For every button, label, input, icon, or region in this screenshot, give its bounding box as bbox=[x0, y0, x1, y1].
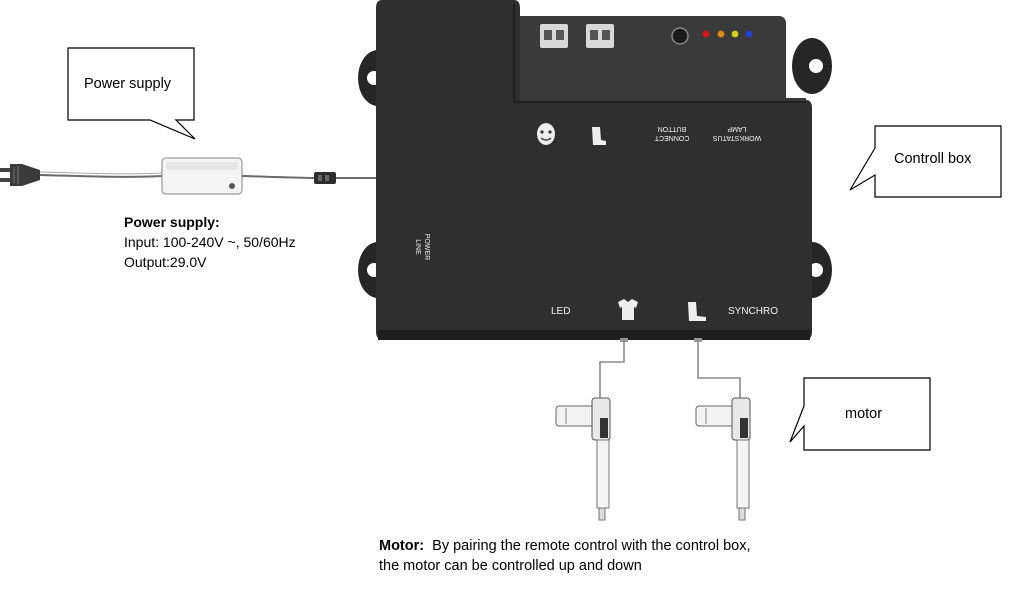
control-box bbox=[358, 0, 832, 342]
shirt-icon bbox=[618, 299, 638, 320]
foot-icon-top bbox=[592, 127, 606, 145]
foot-icon-bottom bbox=[688, 302, 706, 321]
power-supply-callout bbox=[67, 47, 196, 140]
control-box-callout-text: Controll box bbox=[894, 151, 972, 167]
lamp-yellow bbox=[731, 30, 739, 38]
motor-callout bbox=[789, 377, 931, 451]
power-spec-input: Input: 100-240V ~, 50/60Hz bbox=[124, 234, 296, 250]
connect-button-label: CONNECT BUTTON bbox=[654, 125, 690, 141]
power-line-label: POWER LINE bbox=[414, 233, 430, 261]
dc-connector bbox=[314, 172, 336, 184]
power-spec-output: Output:29.0V bbox=[124, 254, 207, 270]
work-status-lamp-label: WORKSTATUS LAMP bbox=[712, 125, 762, 141]
power-supply-spec: Power supply: Input: 100-240V ~, 50/60Hz… bbox=[124, 212, 296, 272]
motor-spec: Motor: By pairing the remote control wit… bbox=[379, 536, 751, 576]
lamp-blue bbox=[745, 30, 753, 38]
motor-spec-line1: By pairing the remote control with the c… bbox=[432, 538, 751, 554]
led-port-label: LED bbox=[551, 306, 571, 317]
motor-callout-text: motor bbox=[845, 406, 883, 422]
power-adapter bbox=[161, 157, 243, 195]
head-icon bbox=[537, 123, 555, 145]
motor-cable-2 bbox=[697, 340, 741, 400]
lamp-orange bbox=[717, 30, 725, 38]
synchro-port-label: SYNCHRO bbox=[728, 306, 779, 317]
connect-button bbox=[671, 27, 689, 45]
power-spec-heading: Power supply: bbox=[124, 214, 220, 230]
dc-cable bbox=[241, 175, 317, 179]
ac-cable bbox=[39, 174, 163, 178]
power-plug bbox=[0, 164, 40, 186]
motor-1 bbox=[555, 397, 611, 521]
control-box-callout bbox=[849, 125, 1002, 198]
motor-2 bbox=[695, 397, 751, 521]
motor-spec-line2: the motor can be controlled up and down bbox=[379, 558, 642, 574]
motor-cable-1 bbox=[599, 340, 625, 400]
top-socket-1 bbox=[540, 24, 568, 48]
top-socket-2 bbox=[586, 24, 614, 48]
motor-spec-heading: Motor: bbox=[379, 538, 425, 554]
power-supply-callout-text: Power supply bbox=[84, 76, 172, 92]
lamp-red bbox=[702, 30, 710, 38]
